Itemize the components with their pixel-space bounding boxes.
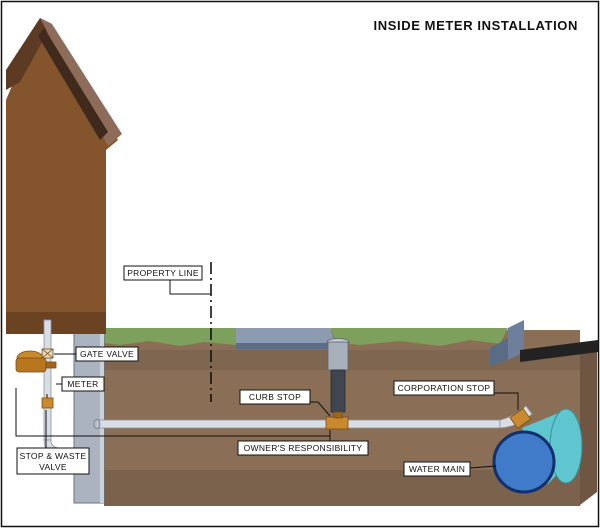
- owners-responsibility-label-text: OWNER'S RESPONSIBILITY: [244, 443, 363, 453]
- stop-waste-valve-label-box: [16, 447, 90, 475]
- curb-stop-label-text: CURB STOP: [249, 392, 301, 402]
- gate-valve-label: GATE VALVE: [75, 346, 139, 362]
- meter-label-box: [61, 376, 105, 392]
- curb-stop-label-box: [239, 389, 311, 405]
- water-main-leader: [469, 465, 497, 469]
- curb-stop-leader: [310, 401, 331, 417]
- roof-right-trim: [40, 18, 122, 146]
- service-pipe: [95, 419, 501, 429]
- gate-valve-label-text: GATE VALVE: [80, 349, 134, 359]
- curb-box-upper: [327, 341, 349, 371]
- house-sill: [6, 312, 106, 334]
- riser-pipe: [43, 319, 52, 441]
- water-main-label: WATER MAIN: [403, 461, 471, 477]
- pipe-wall-penetration: [93, 419, 101, 429]
- parkway-grass: [330, 328, 508, 346]
- water-main-label-box: [403, 461, 471, 477]
- curb-box-shaft: [330, 369, 346, 413]
- property-line-label: PROPERTY LINE: [123, 265, 203, 281]
- stop-waste-valve-label: STOP & WASTE VALVE: [16, 447, 90, 475]
- soil-side: [580, 340, 597, 505]
- sidewalk-edge: [236, 343, 336, 349]
- meter-label-text: METER: [67, 379, 98, 389]
- gate-valve-mark-2: [41, 348, 54, 359]
- meter-label: METER: [61, 376, 105, 392]
- corporation-stop-label: CORPORATION STOP: [393, 380, 495, 396]
- property-line-leader: [169, 280, 210, 295]
- water-main: [492, 430, 556, 494]
- curb-stop-cap: [333, 411, 343, 419]
- roof-shadow: [38, 28, 108, 140]
- meter-coupling: [45, 361, 57, 369]
- stop-waste-valve-label-line2: VALVE: [39, 462, 67, 472]
- stop-waste-valve-label-line1: STOP & WASTE: [20, 451, 87, 461]
- property-line-label-box: [123, 265, 203, 281]
- sidewalk: [236, 328, 336, 346]
- corporation-stop-label-box: [393, 380, 495, 396]
- curb-stop: [325, 416, 349, 430]
- owners-responsibility-label-box: [237, 440, 369, 456]
- lawn-grass: [104, 328, 236, 346]
- owners-responsibility-label: OWNER'S RESPONSIBILITY: [237, 440, 369, 456]
- stop-waste-valve: [41, 397, 54, 409]
- corporation-stop-label-text: CORPORATION STOP: [398, 383, 491, 393]
- foundation-face: [100, 313, 104, 503]
- property-line-label-text: PROPERTY LINE: [127, 268, 199, 278]
- water-main-label-text: WATER MAIN: [409, 464, 465, 474]
- gate-valve-label-box: [75, 346, 139, 362]
- corporation-stop: [509, 407, 532, 429]
- curb-face: [490, 338, 508, 366]
- diagram-title: INSIDE METER INSTALLATION: [374, 18, 578, 33]
- water-main-far-end: [549, 408, 583, 484]
- curb-stop-label: CURB STOP: [239, 389, 311, 405]
- meter: [15, 357, 47, 373]
- owners-responsibility-bracket: [15, 388, 330, 437]
- street: [520, 340, 598, 362]
